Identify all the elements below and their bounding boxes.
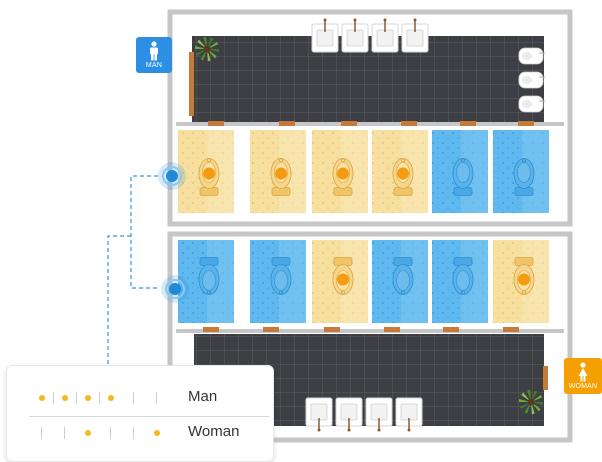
woman-badge[interactable]: WOMAN (564, 358, 602, 394)
sink-icon (365, 397, 393, 432)
legend-occupied-dot (99, 386, 120, 410)
legend-vacant-mark (125, 386, 143, 410)
mens-stall-1[interactable] (178, 130, 234, 213)
mens-stall-6[interactable] (493, 130, 549, 213)
womens-stall-doors (203, 327, 519, 332)
woman-badge-label: WOMAN (568, 383, 598, 390)
mens-stall-3[interactable] (312, 130, 368, 213)
legend-row-woman: Woman (7, 421, 273, 445)
door-strip (189, 52, 194, 116)
womens-stall-1[interactable] (178, 240, 234, 323)
legend-label-woman: Woman (188, 423, 240, 440)
urinal-icon (518, 95, 545, 113)
mens-urinal-row (518, 47, 545, 113)
man-badge-label: MAN (145, 62, 163, 69)
legend-vacant-mark (33, 421, 51, 445)
legend-occupied-dot (148, 421, 166, 445)
sink-icon (401, 18, 429, 53)
sink-icon (395, 397, 423, 432)
mens-stall-5[interactable] (432, 130, 488, 213)
womens-stall-6[interactable] (493, 240, 549, 323)
legend: Man Woman (6, 365, 274, 462)
legend-vacant-mark (148, 386, 166, 410)
legend-occupied-dot (76, 386, 97, 410)
door-strip (543, 366, 548, 390)
legend-divider (29, 416, 269, 417)
connector-lines (107, 175, 158, 365)
mens-sink-row (311, 18, 429, 53)
legend-occupied-dot (53, 386, 74, 410)
location-marker[interactable] (161, 275, 189, 303)
plant-icon (195, 36, 219, 62)
legend-vacant-mark (102, 421, 120, 445)
woman-icon (578, 362, 588, 382)
urinal-icon (518, 71, 545, 89)
womens-room (167, 231, 573, 443)
sink-icon (371, 18, 399, 53)
womens-stall-2[interactable] (250, 240, 306, 323)
womens-stall-3[interactable] (312, 240, 368, 323)
floor-plan (107, 9, 573, 443)
sink-icon (335, 397, 363, 432)
legend-vacant-mark (56, 421, 74, 445)
location-marker[interactable] (158, 162, 186, 190)
mens-stall-2[interactable] (250, 130, 306, 213)
womens-stall-4[interactable] (372, 240, 428, 323)
sink-icon (305, 397, 333, 432)
legend-occupied-dot (33, 386, 51, 410)
man-badge[interactable]: MAN (136, 37, 172, 73)
legend-label-man: Man (188, 388, 218, 405)
legend-row-man: Man (7, 386, 273, 410)
mens-stall-4[interactable] (372, 130, 428, 213)
legend-occupied-dot (79, 421, 97, 445)
mens-room (167, 9, 573, 227)
sink-icon (311, 18, 339, 53)
womens-sink-row (305, 397, 423, 432)
urinal-icon (518, 47, 545, 65)
womens-stall-row (178, 240, 549, 323)
mens-stall-row (178, 130, 549, 213)
legend-vacant-mark (125, 421, 143, 445)
man-icon (150, 41, 158, 61)
sink-icon (341, 18, 369, 53)
mens-stall-doors (208, 121, 534, 126)
plant-icon (519, 389, 543, 415)
womens-stall-5[interactable] (432, 240, 488, 323)
